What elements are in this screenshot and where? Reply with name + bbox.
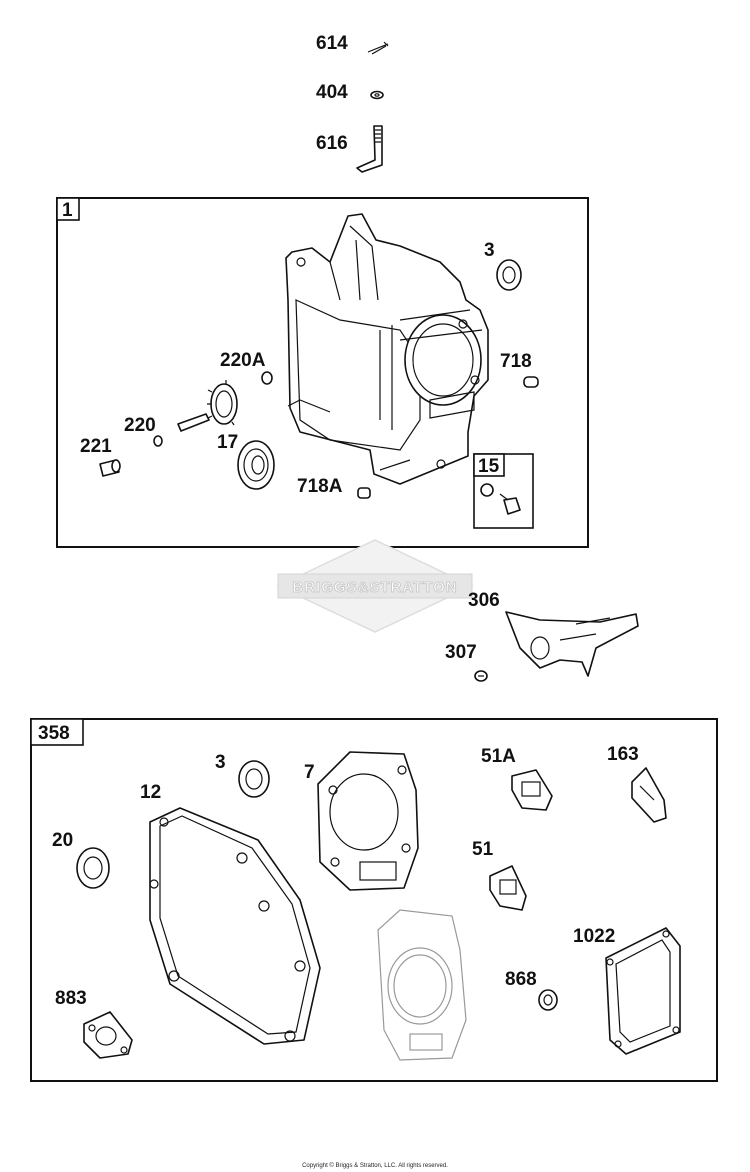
gasket-box-tag [30,718,84,746]
part-614-cotter-pin [367,41,389,55]
callout-3-gasket-set: 3 [215,752,226,773]
callout-883: 883 [55,988,87,1009]
part-governor-gear [207,380,238,426]
callout-220A: 220A [220,350,266,371]
part-868-valve-seal [538,989,558,1011]
callout-220: 220 [124,415,156,436]
part-404-washer [370,90,384,100]
callout-163: 163 [607,744,639,765]
part-17-bearing [237,440,275,490]
callout-1022: 1022 [573,926,615,947]
fastener-box-tag [473,453,505,477]
part-20-oil-seal [76,847,110,889]
gasket-box-label: 358 [38,723,70,744]
part-220A-washer [261,371,273,385]
callout-12: 12 [140,782,161,803]
fastener-box-label: 15 [478,456,500,477]
callout-868: 868 [505,969,537,990]
part-15-screw-washer [480,483,521,515]
callout-221: 221 [80,436,112,457]
part-7-head-gasket [317,751,419,891]
callout-20: 20 [52,830,73,851]
part-163-gasket [631,767,667,823]
callout-404: 404 [316,82,348,103]
part-616-link [356,125,383,173]
part-220-shaft [177,413,210,432]
part-221-spacer [99,459,121,477]
brand-watermark: BRIGGS&STRATTON [276,539,474,633]
callout-718A: 718A [297,476,343,497]
callout-616: 616 [316,133,348,154]
part-51-gasket [489,865,527,911]
part-ghost-head-gasket [377,909,467,1061]
part-3-oil-seal-kit [238,760,270,798]
callout-3-seal: 3 [484,240,495,261]
part-3-oil-seal [496,259,522,291]
cylinder-box-frame [56,197,589,548]
callout-307: 307 [445,642,477,663]
part-306-bracket [505,611,639,677]
cylinder-box-tag [56,197,80,221]
part-51A-gasket [511,769,553,811]
callout-614: 614 [316,33,348,54]
callout-51: 51 [472,839,494,860]
callout-51A: 51A [481,746,516,767]
cylinder-box-label: 1 [62,200,73,221]
part-1022-gasket [605,927,681,1055]
copyright-notice: Copyright © Briggs & Stratton, LLC. All … [302,1162,448,1169]
part-12-crankcase-gasket [149,807,321,1045]
svg-text:BRIGGS&STRATTON: BRIGGS&STRATTON [292,579,457,596]
part-220-washer [153,435,163,447]
part-1-cylinder-block [285,213,489,485]
callout-7: 7 [304,762,315,783]
callout-718: 718 [500,351,532,372]
callout-306: 306 [468,590,500,611]
callout-17: 17 [217,432,238,453]
part-307-screw [474,670,488,682]
part-718A-dowel-pin [357,487,371,499]
part-883-gasket [83,1011,133,1059]
gasket-box-frame [30,718,718,1082]
part-718-dowel-pin [523,376,539,388]
